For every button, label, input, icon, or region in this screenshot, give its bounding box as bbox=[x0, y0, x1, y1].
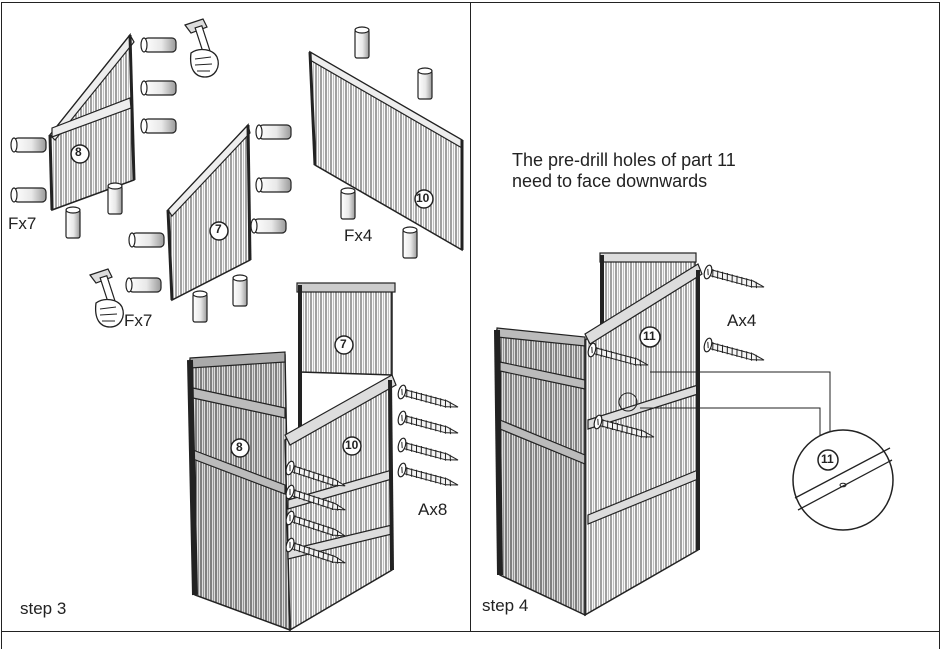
part-number-10-assembly: 10 bbox=[345, 438, 359, 452]
qty-label-f-top: Fx7 bbox=[8, 214, 37, 233]
step-label-4: step 4 bbox=[482, 596, 529, 615]
qty-label-f-right: Fx4 bbox=[344, 226, 373, 245]
note-line-1: The pre-drill holes of part 11 bbox=[512, 150, 736, 170]
part-number-10-top: 10 bbox=[416, 191, 430, 205]
step4-assembly bbox=[494, 252, 831, 617]
magnifier-detail-icon bbox=[792, 429, 894, 531]
hammer-icon bbox=[184, 18, 219, 78]
part-number-8-top: 8 bbox=[75, 145, 82, 159]
part-number-8-assembly: 8 bbox=[236, 440, 243, 454]
qty-label-a-step3: Ax8 bbox=[418, 500, 448, 519]
hammer-icon bbox=[89, 268, 124, 328]
panel-step-4 bbox=[470, 2, 940, 632]
panel-part-7 bbox=[166, 123, 252, 302]
part-number-7-top: 7 bbox=[215, 222, 222, 236]
part-number-11-detail: 11 bbox=[821, 452, 834, 466]
part-number-7-assembly: 7 bbox=[340, 337, 347, 351]
qty-label-f-bottom: Fx7 bbox=[124, 311, 153, 330]
panel-part-10 bbox=[308, 50, 464, 252]
panel-part-8 bbox=[48, 32, 136, 212]
step3-assembly bbox=[187, 282, 397, 632]
part-number-11-assembly: 11 bbox=[643, 329, 656, 343]
note-line-2: need to face downwards bbox=[512, 171, 708, 191]
screw-group-a8 bbox=[396, 383, 461, 493]
instruction-note: The pre-drill holes of part 11 need to f… bbox=[512, 150, 736, 192]
step-label-3: step 3 bbox=[20, 599, 67, 618]
bottom-rule bbox=[1, 632, 940, 649]
qty-label-a-step4: Ax4 bbox=[727, 311, 757, 330]
